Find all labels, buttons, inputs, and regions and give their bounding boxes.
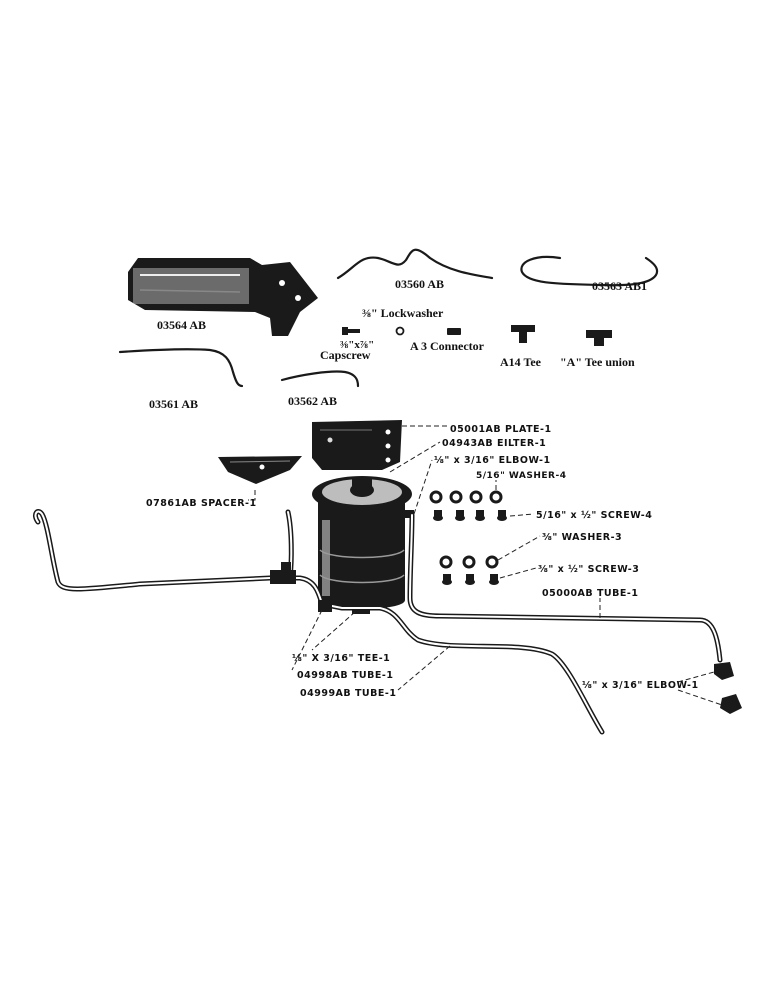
fuel-tubing-illustration [33, 509, 723, 735]
label-elbow-top: ⅛" x 3/16" ELBOW-1 [434, 455, 551, 466]
spacer-illustration [218, 456, 302, 484]
tee-union-illustration [586, 330, 612, 346]
label-screw-4: 5/16" x ½" SCREW-4 [536, 510, 652, 521]
label-connector: A 3 Connector [410, 339, 485, 353]
screws-3-8-illustration [442, 574, 499, 585]
label-03560ab: 03560 AB [395, 277, 444, 291]
filter-canister-illustration [312, 476, 414, 614]
label-elbow-right: ⅛" x 3/16" ELBOW-1 [582, 680, 699, 691]
washers-5-16-illustration [429, 490, 503, 504]
screws-5-16-illustration [433, 510, 507, 521]
plate-illustration [312, 420, 402, 470]
tube-03563ab1-illustration [520, 255, 659, 287]
label-screw-3: ⅜" x ½" SCREW-3 [538, 564, 639, 575]
connector-illustration [447, 328, 461, 335]
washers-3-8-illustration [439, 555, 499, 569]
label-03562ab: 03562 AB [288, 394, 337, 408]
tee-fitting-illustration [270, 562, 332, 612]
label-tube-04998: 04998AB TUBE-1 [297, 670, 393, 681]
label-capscrew: Capscrew [320, 348, 371, 362]
label-03561ab: 03561 AB [149, 397, 198, 411]
leader-lines [248, 425, 723, 706]
label-plate: 05001AB PLATE-1 [450, 424, 552, 435]
tee-a14-illustration [511, 325, 535, 343]
label-tube-04999: 04999AB TUBE-1 [300, 688, 396, 699]
elbows-illustration [714, 662, 742, 714]
label-filter: 04943AB EILTER-1 [442, 438, 546, 449]
tube-03562ab-illustration [280, 370, 360, 388]
label-spacer: 07861AB SPACER-1 [146, 498, 257, 509]
label-03564ab: 03564 AB [157, 318, 206, 332]
label-washer-4: 5/16" WASHER-4 [476, 471, 566, 481]
label-tube-main: 05000AB TUBE-1 [542, 588, 638, 599]
label-lockwasher: ⅜" Lockwasher [362, 306, 444, 320]
label-tee-a14: A14 Tee [500, 355, 542, 369]
capscrew-illustration [342, 327, 360, 335]
tube-03560ab-illustration [336, 248, 494, 280]
lockwasher-illustration [395, 326, 405, 336]
filter-assembly-illustration [128, 258, 318, 336]
label-tee-union: "A" Tee union [560, 355, 635, 369]
label-washer-3: ⅜" WASHER-3 [542, 532, 622, 543]
label-03563ab1: 03563 AB1 [592, 279, 647, 293]
label-capscrew-size: ⅜"x⅞" [340, 339, 374, 351]
tube-03561ab-illustration [118, 348, 244, 388]
label-tee: ⅛" X 3/16" TEE-1 [292, 653, 390, 664]
